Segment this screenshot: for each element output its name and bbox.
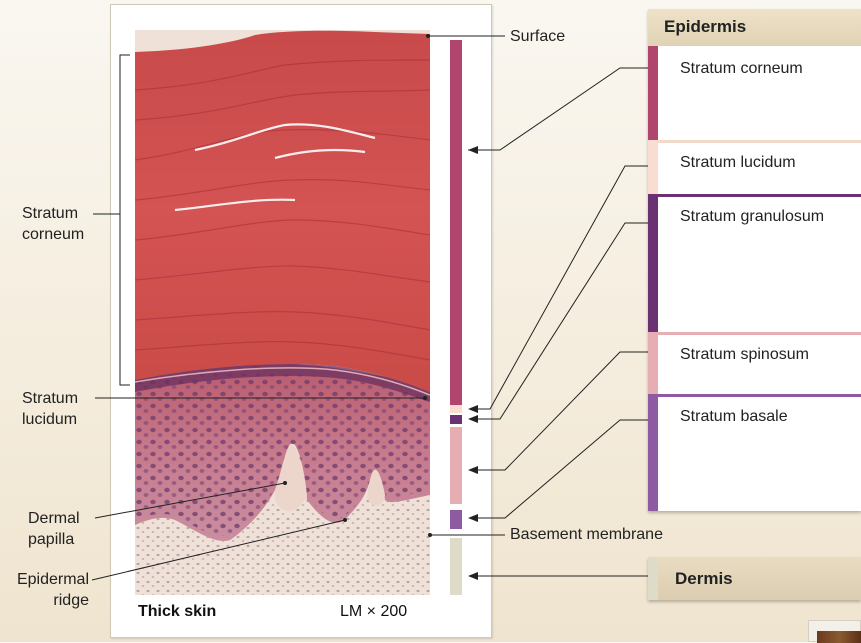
legend-header-bar bbox=[648, 9, 861, 46]
legend-row-stratum-basale: Stratum basale bbox=[648, 394, 861, 511]
label-dermal-papilla: Dermal papilla bbox=[28, 508, 80, 550]
legend-divider bbox=[658, 394, 861, 397]
legend-label: Stratum spinosum bbox=[680, 346, 809, 363]
legend-swatch bbox=[648, 140, 658, 194]
label-basement-membrane: Basement membrane bbox=[510, 526, 663, 543]
label-dermal-papilla-line2: papilla bbox=[28, 531, 75, 548]
label-epidermal-ridge-line2: ridge bbox=[53, 592, 89, 609]
bar-dermis bbox=[450, 538, 462, 595]
legend-row-stratum-lucidum: Stratum lucidum bbox=[648, 140, 861, 194]
bar-stratum-granulosum bbox=[450, 415, 462, 424]
dermis-legend: Dermis bbox=[648, 557, 861, 600]
thumbnail-fragment bbox=[808, 620, 861, 643]
bar-stratum-lucidum bbox=[450, 405, 462, 413]
legend-swatch bbox=[648, 394, 658, 511]
thumbnail-image bbox=[817, 631, 861, 643]
label-epidermal-ridge-line1: Epidermal bbox=[16, 571, 89, 588]
legend-header: Epidermis bbox=[664, 17, 747, 36]
bar-stratum-basale bbox=[450, 510, 462, 529]
legend-row-stratum-granulosum: Stratum granulosum bbox=[648, 194, 861, 332]
dermis-label: Dermis bbox=[675, 569, 733, 588]
legend-row-stratum-spinosum: Stratum spinosum bbox=[648, 332, 861, 394]
label-dermal-papilla-line1: Dermal bbox=[28, 510, 80, 527]
label-stratum-lucidum-line2: lucidum bbox=[22, 411, 78, 428]
epidermis-legend bbox=[648, 9, 861, 511]
label-surface: Surface bbox=[510, 28, 566, 45]
caption-title: Thick skin bbox=[138, 603, 217, 620]
legend-row-stratum-corneum: Stratum corneum bbox=[648, 46, 861, 140]
legend-label: Stratum basale bbox=[680, 408, 788, 425]
legend-divider bbox=[658, 140, 861, 143]
caption-magnification: LM × 200 bbox=[340, 603, 408, 620]
label-epidermal-ridge: Epidermal ridge bbox=[5, 569, 89, 611]
legend-divider bbox=[658, 332, 861, 335]
legend-label: Stratum lucidum bbox=[680, 154, 796, 171]
label-stratum-corneum-line2: corneum bbox=[22, 226, 85, 243]
legend-swatch bbox=[648, 332, 658, 394]
label-stratum-lucidum-line1: Stratum bbox=[22, 390, 79, 407]
legend-label: Stratum granulosum bbox=[680, 208, 825, 225]
label-stratum-lucidum: Stratum lucidum bbox=[22, 388, 78, 430]
bar-stratum-corneum bbox=[450, 40, 462, 405]
bar-stratum-spinosum bbox=[450, 427, 462, 504]
label-stratum-corneum-line1: Stratum bbox=[22, 205, 79, 222]
label-stratum-corneum: Stratum corneum bbox=[22, 203, 84, 245]
legend-divider bbox=[658, 194, 861, 197]
thick-skin-micrograph bbox=[135, 30, 430, 595]
legend-label: Stratum corneum bbox=[680, 60, 803, 77]
dermis-swatch bbox=[648, 557, 658, 600]
legend-swatch bbox=[648, 46, 658, 140]
legend-swatch bbox=[648, 194, 658, 332]
